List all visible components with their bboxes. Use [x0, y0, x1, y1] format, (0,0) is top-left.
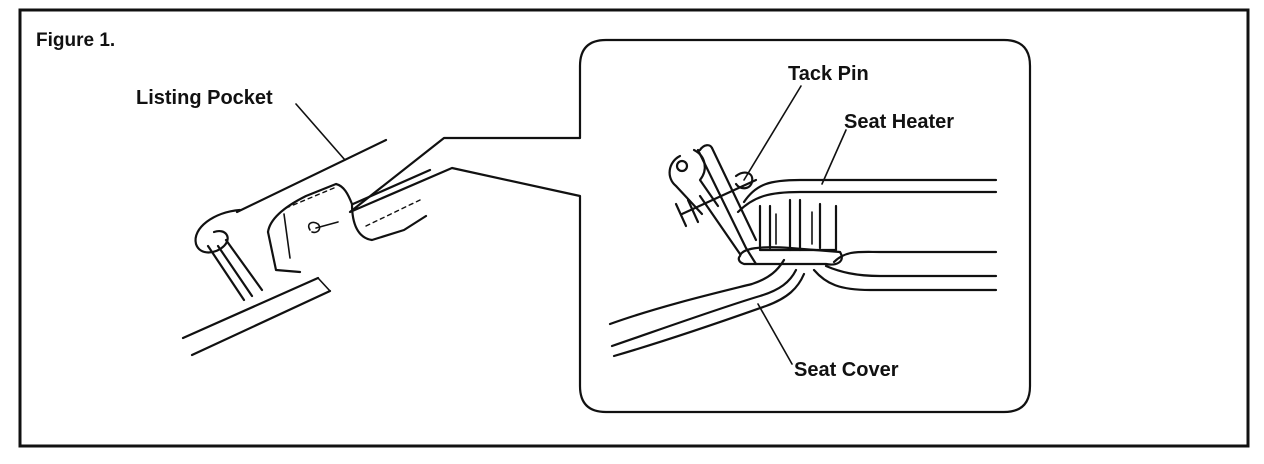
- callout-frame: [348, 38, 1032, 414]
- listing-pocket-leader: [295, 103, 346, 161]
- detail-drawing: [608, 144, 998, 358]
- figure-border: [18, 8, 1250, 448]
- tack-pin-label: Tack Pin: [788, 63, 869, 85]
- seat-cover-leader: [757, 303, 793, 365]
- figure-title: Figure 1.: [36, 30, 115, 51]
- seat-heater-label: Seat Heater: [844, 111, 954, 133]
- seat-heater-leader: [821, 129, 847, 185]
- listing-pocket-label: Listing Pocket: [136, 87, 273, 109]
- tack-pin-leader: [743, 85, 802, 181]
- overview-drawing: [181, 138, 432, 357]
- seat-cover-label: Seat Cover: [794, 359, 899, 381]
